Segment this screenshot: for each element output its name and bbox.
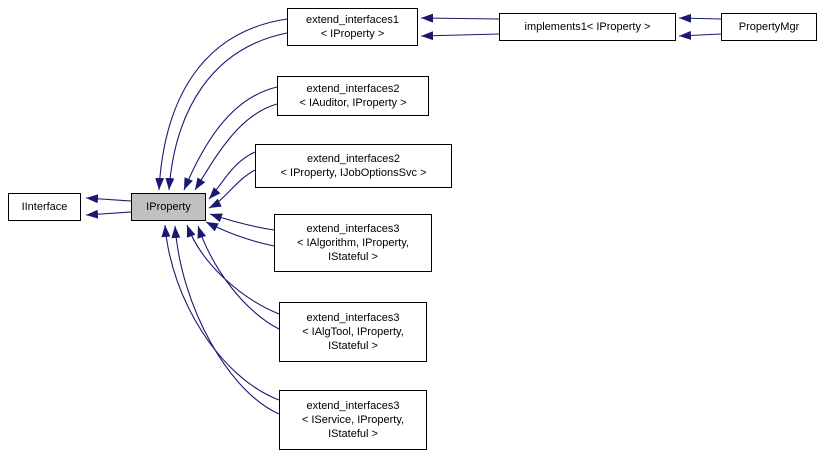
node-iproperty-current: IProperty xyxy=(131,193,206,221)
node-label: extend_interfaces2 xyxy=(306,83,400,95)
node-label: IStateful > xyxy=(328,251,378,263)
node-label: extend_interfaces3 xyxy=(306,400,400,412)
node-extend-interfaces3-ialgtool[interactable]: extend_interfaces3 < IAlgTool, IProperty… xyxy=(279,302,427,362)
edge-ext3-service-to-iproperty-1 xyxy=(161,224,280,401)
edge-propertymgr-to-implements1-2 xyxy=(678,30,722,40)
node-label: IInterface xyxy=(21,201,68,213)
edge-ext3-algorithm-to-iproperty-1 xyxy=(209,213,275,231)
node-label: < IAuditor, IProperty > xyxy=(299,97,407,109)
edge-ext3-algtool-to-iproperty-2 xyxy=(197,225,280,330)
edge-iproperty-to-iinterface-1 xyxy=(85,194,132,204)
edge-propertymgr-to-implements1-1 xyxy=(678,13,722,23)
node-label: PropertyMgr xyxy=(738,21,800,33)
edge-implements1-to-extend1-2 xyxy=(420,31,500,41)
edge-ext3-algtool-to-iproperty-1 xyxy=(186,224,280,315)
node-label: implements1< IProperty > xyxy=(524,21,651,33)
node-extend-interfaces3-iservice[interactable]: extend_interfaces3 < IService, IProperty… xyxy=(279,390,427,450)
node-label: < IProperty > xyxy=(320,28,385,40)
edge-iproperty-to-iinterface-2 xyxy=(85,209,132,219)
node-label: < IService, IProperty, xyxy=(301,414,405,426)
edge-ext2-auditor-to-iproperty-1 xyxy=(183,86,278,191)
node-label: IStateful > xyxy=(328,340,378,352)
node-extend-interfaces2-ijoboptionssvc[interactable]: extend_interfaces2 < IProperty, IJobOpti… xyxy=(255,144,452,188)
edge-ext3-service-to-iproperty-2 xyxy=(171,225,280,415)
node-label: extend_interfaces3 xyxy=(306,223,400,235)
node-extend-interfaces1-iproperty[interactable]: extend_interfaces1 < IProperty > xyxy=(287,8,418,46)
node-label: extend_interfaces3 xyxy=(306,312,400,324)
node-label: < IProperty, IJobOptionsSvc > xyxy=(280,167,427,179)
node-iinterface[interactable]: IInterface xyxy=(8,193,81,221)
node-label: extend_interfaces1 xyxy=(306,14,399,26)
node-extend-interfaces3-ialgorithm[interactable]: extend_interfaces3 < IAlgorithm, IProper… xyxy=(274,214,432,272)
node-implements1-iproperty[interactable]: implements1< IProperty > xyxy=(499,13,676,41)
node-label: < IAlgorithm, IProperty, xyxy=(297,237,409,249)
edge-ext2-joboptions-to-iproperty-2 xyxy=(208,169,256,209)
edge-ext3-algorithm-to-iproperty-2 xyxy=(205,221,275,247)
edge-extend1-to-iproperty-2 xyxy=(165,32,288,191)
edge-ext2-auditor-to-iproperty-2 xyxy=(194,103,278,191)
node-extend-interfaces2-iauditor[interactable]: extend_interfaces2 < IAuditor, IProperty… xyxy=(277,76,429,116)
edge-extend1-to-iproperty-1 xyxy=(155,18,288,191)
edge-implements1-to-extend1-1 xyxy=(420,13,500,23)
node-label: extend_interfaces2 xyxy=(307,153,400,165)
node-label: IProperty xyxy=(146,201,191,213)
edge-ext2-joboptions-to-iproperty-1 xyxy=(208,151,256,200)
node-propertymgr[interactable]: PropertyMgr xyxy=(721,13,817,41)
node-label: IStateful > xyxy=(328,428,378,440)
node-label: < IAlgTool, IProperty, xyxy=(302,326,404,338)
